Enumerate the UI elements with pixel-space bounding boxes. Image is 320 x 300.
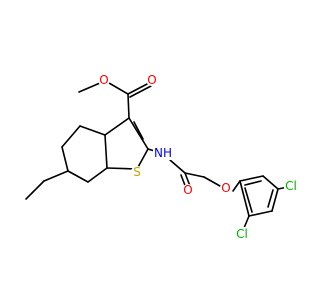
bond <box>133 121 144 140</box>
bond <box>271 188 279 212</box>
bond <box>232 180 241 192</box>
atom-o-carbonyl-ester-label: O <box>147 73 156 87</box>
bond <box>61 146 69 172</box>
bond <box>244 180 262 186</box>
atom-nh: NH <box>153 146 173 160</box>
bond <box>129 85 152 98</box>
molecule-structure: O O NH S O O Cl Cl <box>25 73 299 241</box>
bond <box>136 148 149 170</box>
bond <box>127 93 130 119</box>
bond <box>78 82 101 93</box>
atom-cl-2: Cl <box>235 227 250 241</box>
bond <box>104 134 108 169</box>
atom-nh-label: NH <box>154 146 172 160</box>
bond <box>203 176 221 187</box>
bond <box>169 159 186 174</box>
atom-o-carbonyl-ester: O <box>146 73 158 87</box>
bond <box>243 215 250 229</box>
atom-o-amide: O <box>182 183 194 197</box>
bond <box>262 175 279 190</box>
bond <box>108 82 129 95</box>
atom-o-ether: O <box>220 181 232 195</box>
bond <box>79 125 106 136</box>
atom-o-ester-label: O <box>99 73 108 87</box>
atom-cl-2-label: Cl <box>236 227 248 241</box>
bond <box>239 180 250 217</box>
bond <box>267 189 274 208</box>
bond <box>127 82 150 95</box>
atom-o-ester: O <box>98 73 110 87</box>
bond <box>184 172 205 178</box>
bond <box>87 167 108 183</box>
bond <box>128 117 149 150</box>
atom-cl-4: Cl <box>284 179 299 193</box>
atom-o-amide-label: O <box>183 183 192 197</box>
atom-s-label: S <box>133 165 141 179</box>
bond <box>104 117 130 136</box>
bond <box>248 210 273 217</box>
bond <box>239 175 264 182</box>
bond <box>43 170 69 182</box>
atom-s: S <box>131 165 143 179</box>
bond <box>25 180 45 200</box>
bond <box>244 187 253 213</box>
atom-o-ether-label: O <box>221 181 230 195</box>
bond <box>67 170 89 183</box>
bond <box>184 172 191 187</box>
atom-cl-4-label: Cl <box>285 179 297 193</box>
bond <box>61 125 81 148</box>
